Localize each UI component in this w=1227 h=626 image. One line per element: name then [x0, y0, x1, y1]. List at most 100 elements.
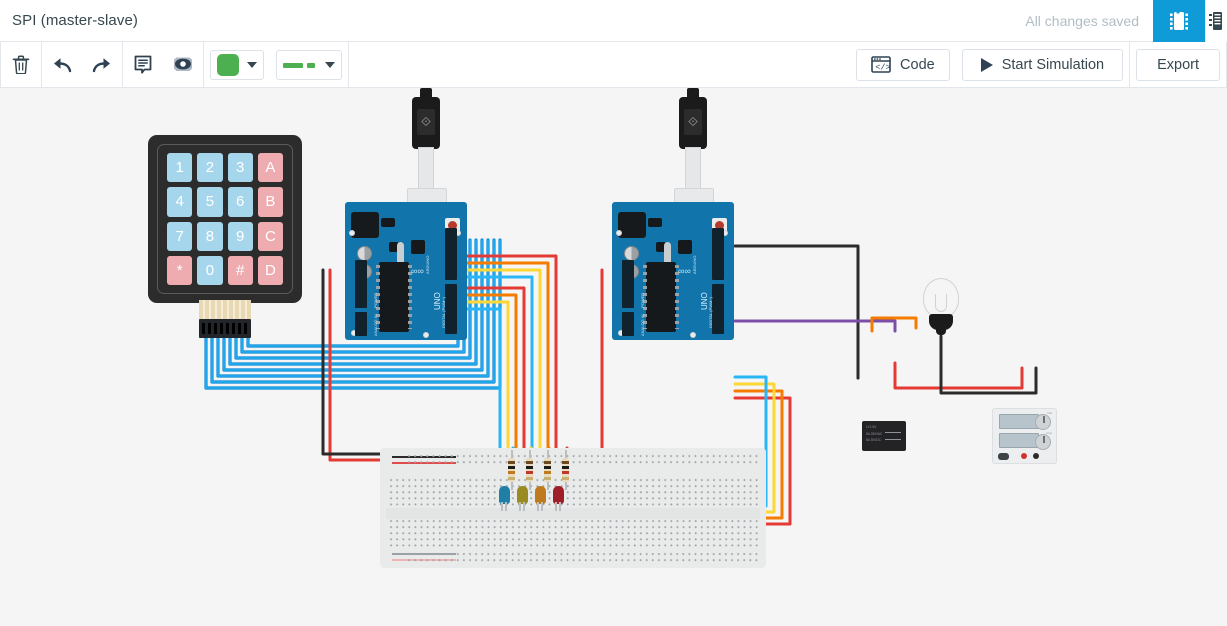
keypad-key[interactable]: 7: [167, 221, 193, 251]
power-header[interactable]: [622, 260, 634, 308]
led[interactable]: [553, 486, 564, 511]
analog-header[interactable]: [622, 312, 634, 336]
keypad-key[interactable]: 0: [197, 255, 223, 285]
wire-relay-bulb: [870, 316, 918, 333]
led[interactable]: [499, 486, 510, 511]
keypad-key[interactable]: 3: [227, 153, 253, 183]
keypad-key[interactable]: 6: [227, 187, 253, 217]
start-simulation-button[interactable]: Start Simulation: [961, 48, 1124, 81]
title-bar: SPI (master-slave) All changes saved: [0, 0, 1227, 42]
resistor[interactable]: [508, 450, 515, 490]
keypad-key[interactable]: 4: [167, 187, 193, 217]
play-icon: [980, 57, 993, 72]
resistor[interactable]: [544, 450, 551, 490]
toolbar-divider: [0, 41, 1, 88]
breadboard-terminal-holes-lower[interactable]: [388, 518, 760, 548]
keypad-key[interactable]: A: [257, 153, 283, 183]
toolbar-divider-3: [122, 41, 123, 88]
components-panel-button[interactable]: [1153, 0, 1205, 42]
keypad-header-block: [199, 319, 251, 338]
breadboard[interactable]: [380, 448, 766, 568]
notes-button[interactable]: [123, 42, 163, 88]
light-bulb[interactable]: [921, 278, 961, 338]
dc-power-supply[interactable]: Volt Amp: [992, 408, 1057, 464]
document-title[interactable]: SPI (master-slave): [12, 12, 138, 29]
crystal: [397, 242, 404, 268]
keypad-ribbon-pins: [199, 300, 251, 320]
mounting-hole: [349, 230, 355, 236]
mounting-hole: [616, 230, 622, 236]
arduino-uno-master[interactable]: ∞∞ ARDUINO UNO POWER ANALOG IN DIGITAL (…: [345, 188, 467, 340]
usb-cable-tip: [420, 88, 432, 99]
toolbar-group-history: [42, 42, 122, 88]
keypad-key[interactable]: B: [257, 187, 283, 217]
keypad-key[interactable]: 9: [227, 221, 253, 251]
led[interactable]: [535, 486, 546, 511]
resistor[interactable]: [526, 450, 533, 490]
keypad-key[interactable]: D: [257, 255, 283, 285]
psu-positive-terminal[interactable]: [1021, 453, 1027, 459]
keypad-key[interactable]: 8: [197, 221, 223, 251]
digital-header-bottom[interactable]: [712, 284, 724, 334]
undo-button[interactable]: [42, 42, 82, 88]
undo-arrow-icon: [54, 57, 72, 72]
voltage-regulator: [648, 218, 662, 227]
arduino-uno-slave[interactable]: ∞∞ ARDUINO UNO POWER ANALOG IN DIGITAL (…: [612, 188, 734, 340]
psu-voltage-knob[interactable]: [1035, 414, 1051, 430]
membrane-keypad[interactable]: 1 2 3 A 4 5 6 B 7 8 9 C * 0 # D: [148, 135, 302, 303]
wire-style-picker[interactable]: [276, 49, 342, 80]
pcb: ∞∞ ARDUINO UNO POWER ANALOG IN DIGITAL (…: [612, 202, 734, 340]
wire-relay-psu-red: [893, 361, 1024, 390]
keypad-key[interactable]: 1: [167, 153, 193, 183]
breadboard-terminal-holes-upper[interactable]: [388, 477, 760, 507]
power-header[interactable]: [355, 260, 367, 308]
breadboard-power-holes-bottom[interactable]: [406, 551, 758, 565]
code-button[interactable]: </> Code: [856, 48, 950, 81]
relay-label-3: 5A 30VDC: [866, 438, 881, 442]
wire-color-picker[interactable]: [210, 49, 264, 80]
keypad-connector[interactable]: [199, 300, 251, 338]
resistor[interactable]: [562, 450, 569, 490]
led[interactable]: [517, 486, 528, 511]
wire-style-preview: [283, 54, 317, 76]
redo-button[interactable]: [82, 42, 122, 88]
bulb-base: [929, 314, 953, 335]
keypad-key[interactable]: 5: [197, 187, 223, 217]
export-button-label: Export: [1157, 56, 1199, 73]
breadboard-power-holes-top[interactable]: [406, 453, 758, 467]
digital-header-top[interactable]: [712, 228, 724, 280]
keypad-key[interactable]: 2: [197, 153, 223, 183]
chevron-down-icon: [247, 61, 257, 68]
delete-button[interactable]: [1, 42, 41, 88]
wire-color-swatch: [217, 53, 239, 76]
digital-header-top[interactable]: [445, 228, 457, 280]
keypad-key[interactable]: #: [227, 255, 253, 285]
analog-header[interactable]: [355, 312, 367, 336]
capacitor: [624, 246, 639, 261]
code-button-label: Code: [900, 56, 935, 73]
visibility-button[interactable]: [163, 42, 203, 88]
keypad-key[interactable]: C: [257, 221, 283, 251]
components-list-icon: [1208, 11, 1222, 30]
psu-power-switch[interactable]: [998, 453, 1009, 460]
psu-current-knob[interactable]: [1035, 434, 1051, 450]
psu-negative-terminal[interactable]: [1033, 453, 1039, 459]
smd-chip: [678, 240, 692, 254]
circuit-canvas[interactable]: 1 2 3 A 4 5 6 B 7 8 9 C * 0 # D: [0, 88, 1227, 626]
editor-toolbar: </> Code Start Simulation Export: [0, 41, 1227, 88]
component-list-button[interactable]: [1205, 0, 1227, 42]
relay-contact-symbol: [885, 432, 901, 440]
keypad-key[interactable]: *: [167, 255, 193, 285]
note-icon: [134, 55, 152, 74]
relay-module[interactable]: LY1-5V 5A 250VAC 5A 30VDC: [862, 421, 906, 451]
toolbar-group-delete: [1, 42, 41, 88]
mounting-hole: [423, 332, 429, 338]
atmega-mcu: [376, 262, 412, 332]
breadboard-center-channel: [386, 508, 760, 519]
silk-brand: ARDUINO: [692, 255, 697, 274]
crystal: [664, 242, 671, 268]
digital-header-bottom[interactable]: [445, 284, 457, 334]
wire-spi-sck: [464, 268, 542, 456]
export-button[interactable]: Export: [1136, 48, 1220, 81]
